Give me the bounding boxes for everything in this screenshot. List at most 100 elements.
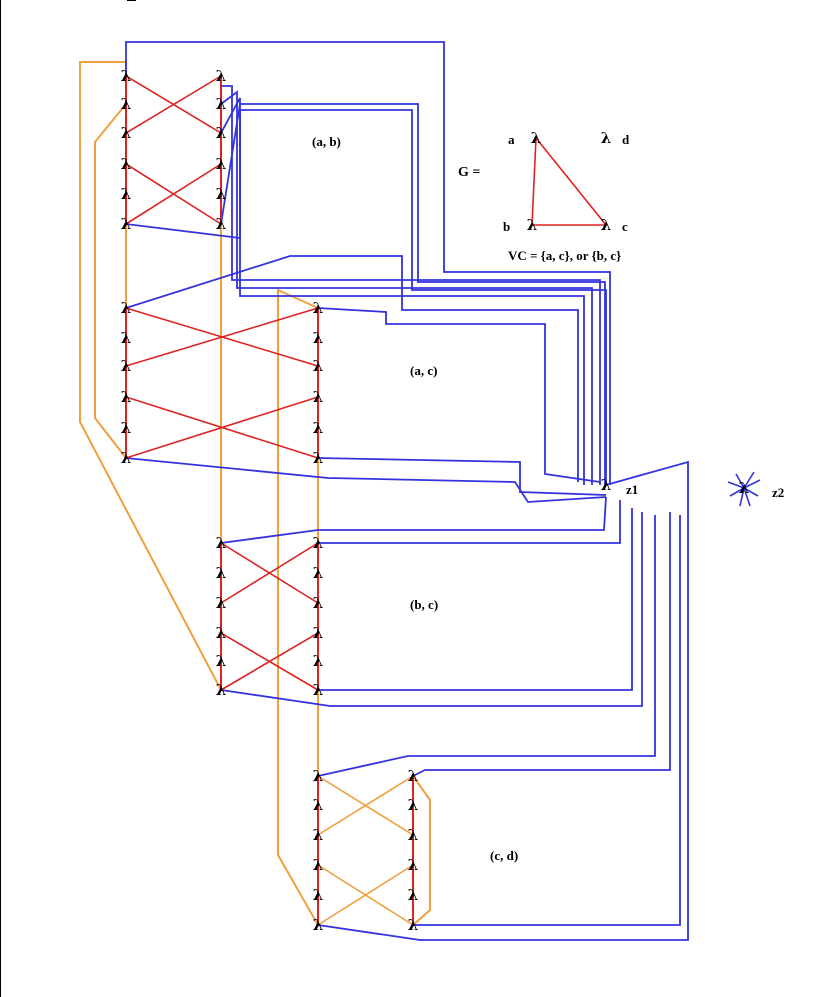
cross-cd-4 (317, 864, 414, 926)
node-cd-l1: λ (313, 767, 324, 785)
node-bc-l2: λ (216, 564, 227, 582)
node-bc-l3: λ (216, 594, 227, 612)
blue-wire-9 (317, 457, 607, 496)
blue-wire-11 (220, 496, 607, 544)
node-ab-l5: λ (121, 185, 132, 203)
node-ac-r3: λ (313, 357, 324, 375)
node-ab-l2: λ (121, 95, 132, 113)
blue-wire-8 (317, 307, 601, 483)
node-ac-l3: λ (121, 357, 132, 375)
blue-wire-12 (318, 500, 621, 544)
blue-wire-13 (318, 508, 633, 691)
node-ab-r2: λ (216, 95, 227, 113)
node-ac-l5: λ (121, 419, 132, 437)
graph-vertex-label-b: b (503, 219, 510, 234)
node-ac-l4: λ (121, 388, 132, 406)
hub-node-z1: λ (601, 476, 612, 494)
node-bc-l1: λ (216, 534, 227, 552)
graph-vertex-a: λ (531, 129, 542, 147)
node-ab-l6: λ (121, 215, 132, 233)
node-ac-l6: λ (121, 449, 132, 467)
node-bc-l4: λ (216, 624, 227, 642)
orange-wire-c-outer (277, 288, 319, 926)
node-ab-r3: λ (216, 124, 227, 142)
node-bc-r3: λ (313, 594, 324, 612)
z2-spoke-3 (739, 487, 745, 507)
node-ab-l4: λ (121, 155, 132, 173)
cross-ab-2 (125, 75, 222, 134)
node-bc-l6: λ (216, 681, 227, 699)
hub-label-z1: z1 (626, 482, 638, 497)
cross-ac-2 (125, 307, 319, 367)
node-cd-r5: λ (408, 886, 419, 904)
node-ac-r2: λ (313, 329, 324, 347)
edge-label-bc: (b, c) (410, 597, 438, 612)
edge-label-cd: (c, d) (490, 848, 518, 863)
graph-edge-ab (531, 137, 537, 226)
blue-wire-1 (125, 41, 611, 485)
blue-wire-6 (125, 109, 607, 485)
node-ac-r5: λ (313, 419, 324, 437)
node-cd-r6: λ (408, 916, 419, 934)
node-cd-l6: λ (313, 916, 324, 934)
node-cd-l2: λ (313, 796, 324, 814)
z2-spoke-2 (729, 487, 745, 497)
cross-bc-2 (220, 542, 319, 604)
node-cd-l4: λ (313, 856, 324, 874)
node-ab-r4: λ (216, 155, 227, 173)
z2-spoke-8 (735, 473, 745, 489)
blue-wire-7 (125, 255, 579, 482)
z2-spoke-1 (727, 481, 745, 489)
node-cd-r4: λ (408, 856, 419, 874)
z2-spoke-7 (743, 471, 755, 489)
cross-bc-4 (220, 632, 319, 691)
blue-wire-10 (125, 457, 607, 503)
hub-node-z2: λ (739, 479, 750, 497)
node-bc-l5: λ (216, 652, 227, 670)
blue-wire-16 (317, 460, 689, 941)
edge-label-ac: (a, c) (410, 363, 437, 378)
cross-ab-4 (125, 163, 222, 225)
graph-vertex-b: λ (527, 216, 538, 234)
graph-vertex-label-a: a (508, 132, 515, 147)
z2-spoke-4 (743, 487, 751, 507)
node-ac-r6: λ (313, 449, 324, 467)
node-cd-r1: λ (408, 767, 419, 785)
node-ac-l1: λ (121, 299, 132, 317)
vertex-cover-label: VC = {a, c}, or {b, c} (508, 248, 621, 263)
blue-wire-4 (220, 97, 585, 485)
cross-ac-4 (125, 396, 319, 459)
hub-label-z2: z2 (772, 485, 784, 500)
node-ab-r5: λ (216, 185, 227, 203)
blue-wire-3 (220, 90, 593, 485)
orange-wire-a-inner (94, 103, 127, 459)
graph-vertex-label-c: c (622, 219, 628, 234)
orange-wire-a-outer (79, 61, 222, 691)
node-bc-r5: λ (313, 652, 324, 670)
node-ac-l2: λ (121, 329, 132, 347)
node-ac-r4: λ (313, 388, 324, 406)
cross-cd-2 (317, 775, 414, 836)
node-bc-r6: λ (313, 681, 324, 699)
orange-wires (79, 61, 431, 926)
node-ac-r1: λ (313, 299, 324, 317)
red-wires (125, 75, 414, 925)
blue-wire-14 (220, 512, 643, 707)
blue-wire-17 (413, 515, 681, 926)
blue-wires (125, 41, 761, 941)
graph-edge-ac (535, 137, 607, 226)
node-bc-r1: λ (313, 534, 324, 552)
graph-title: G = (458, 165, 480, 180)
node-ab-r6: λ (216, 215, 227, 233)
node-bc-r4: λ (313, 624, 324, 642)
graph-vertex-d: λ (601, 129, 612, 147)
node-ab-r1: λ (216, 67, 227, 85)
orange-wire-d-loop (412, 775, 431, 926)
node-bc-r2: λ (313, 564, 324, 582)
node-cd-l3: λ (313, 826, 324, 844)
graph-vertex-label-d: d (622, 132, 630, 147)
blue-wire-18 (412, 512, 671, 777)
